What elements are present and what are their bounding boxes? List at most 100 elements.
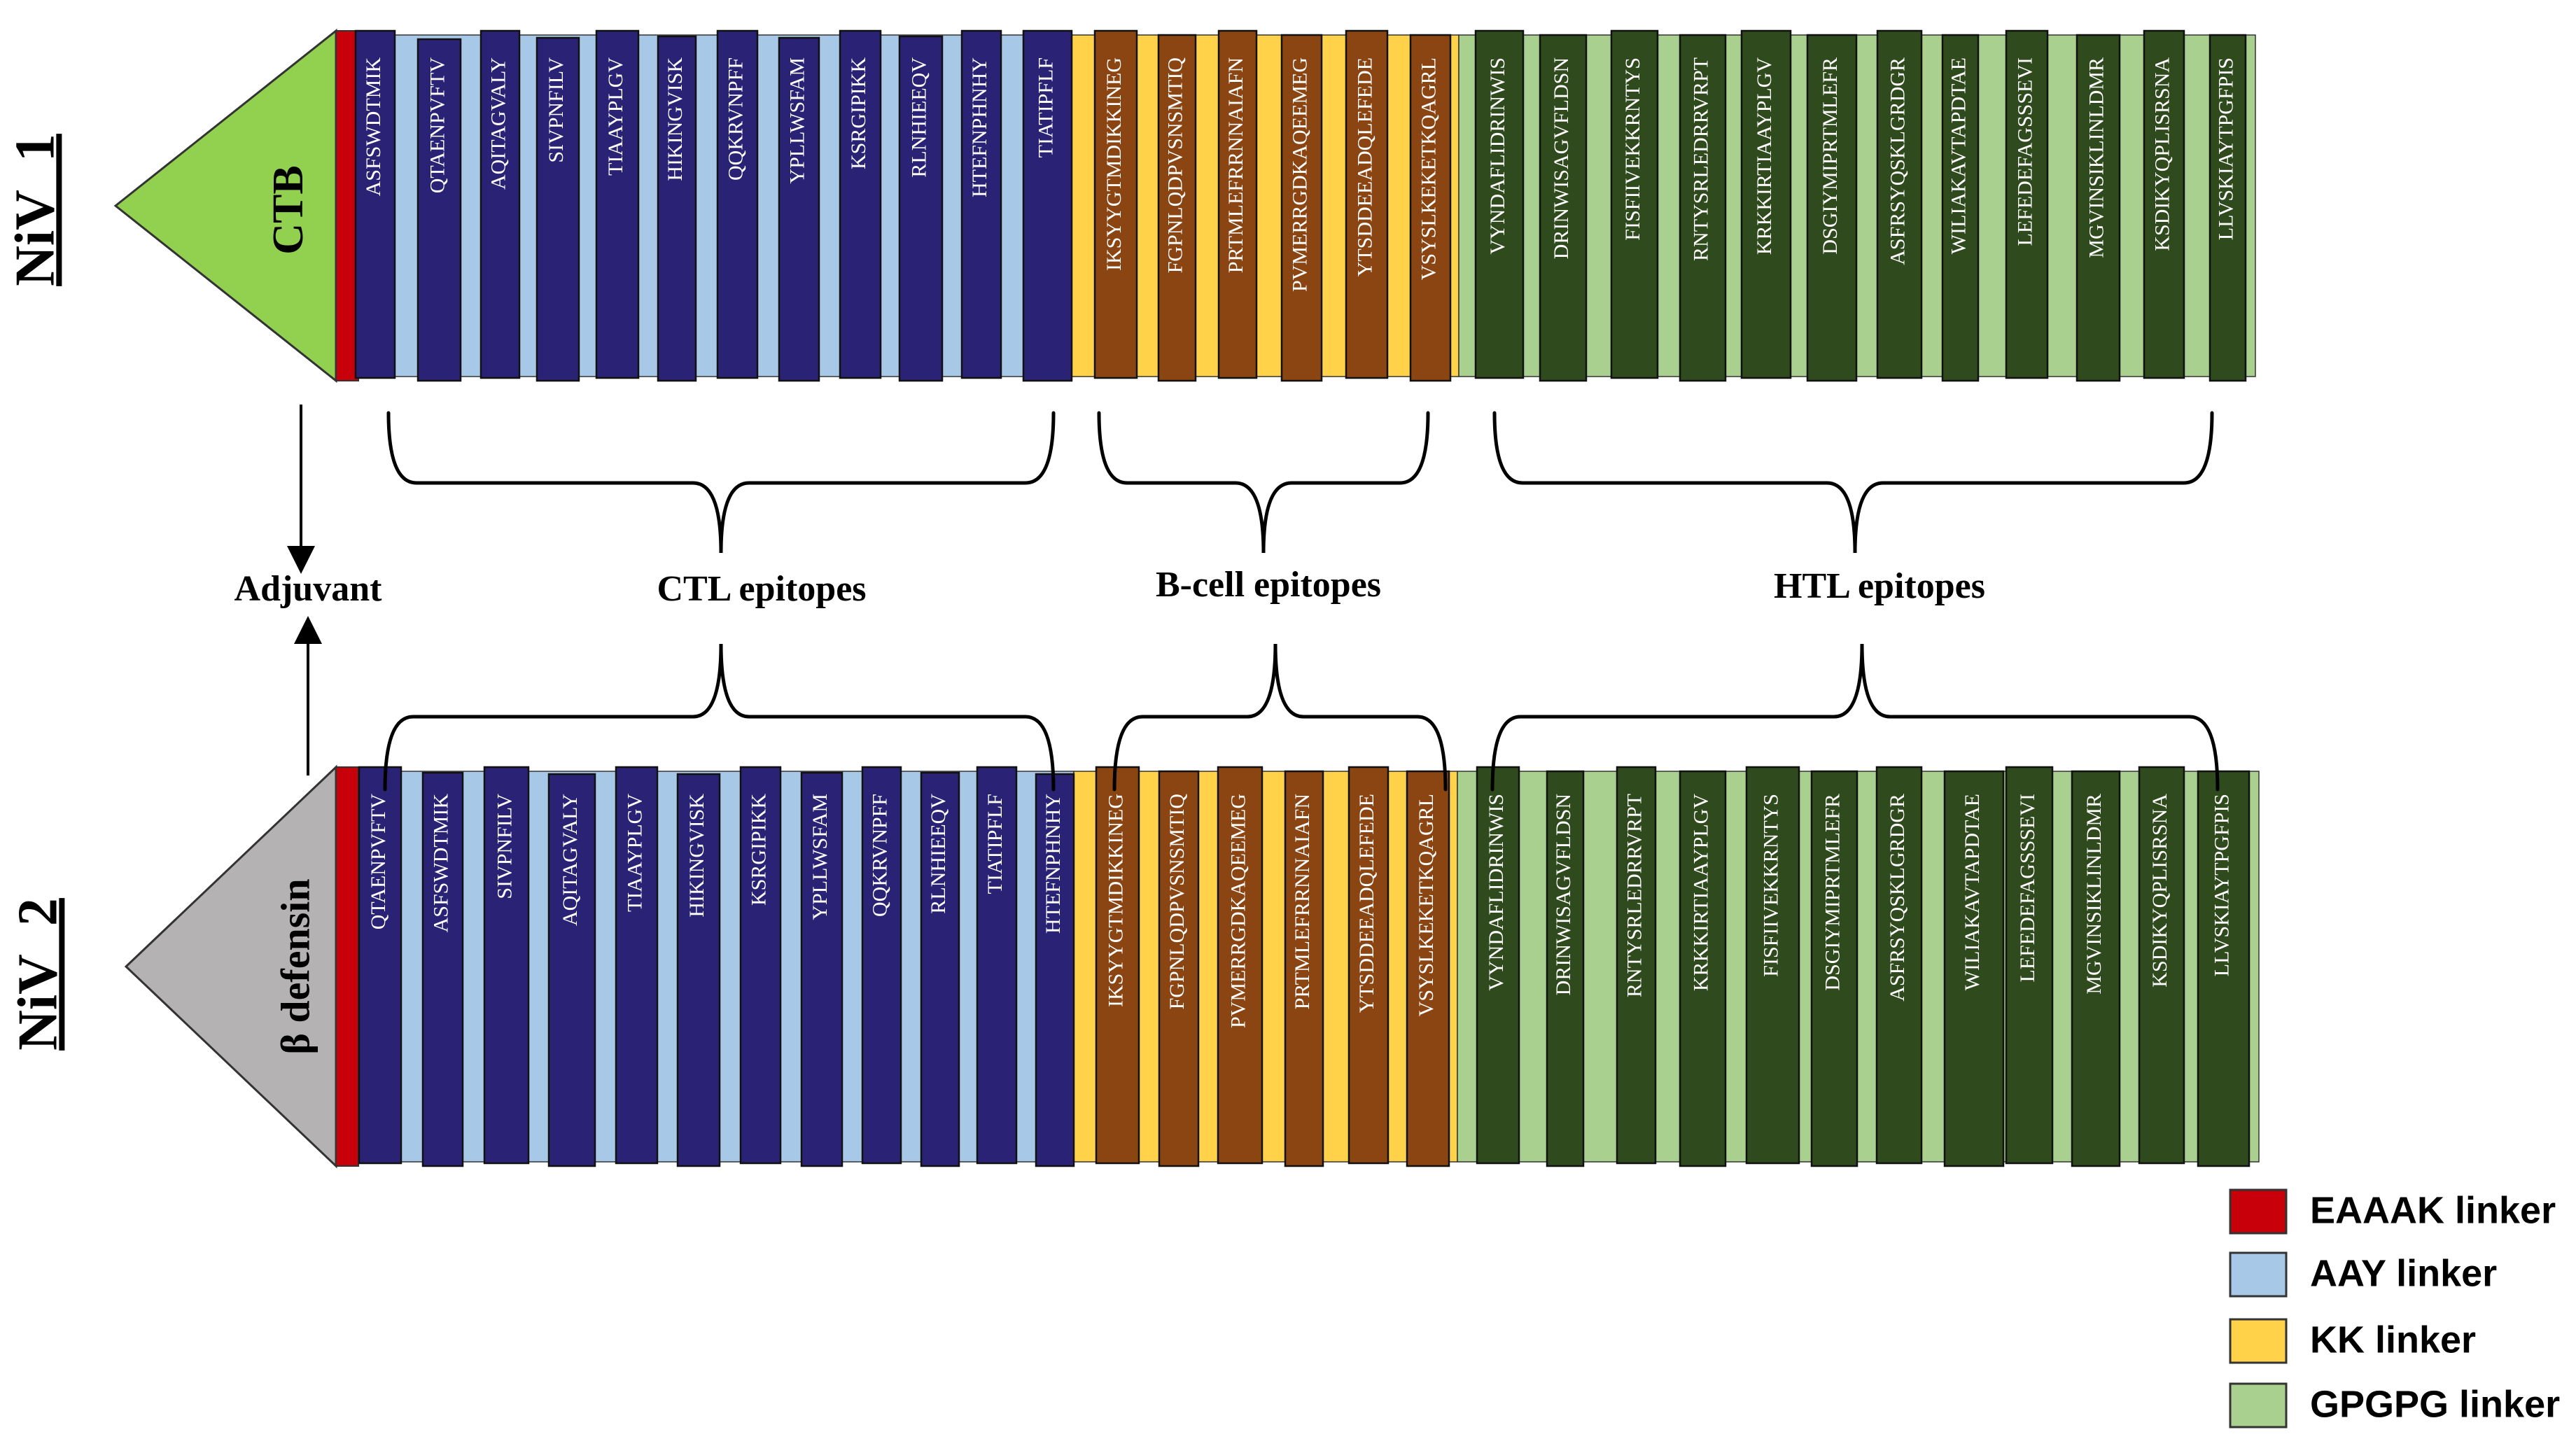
ctl-epitope-sequence: TIATIPFLF (1034, 57, 1057, 157)
htl-epitope-block (2005, 766, 2054, 1165)
bcell-epitope-block (1157, 34, 1197, 382)
htl-epitope-block (1616, 766, 1657, 1165)
bcell-epitope-sequence: FGPNLQDPVSNSMTIQ (1163, 57, 1186, 274)
htl-epitope-sequence: FISFIIVEKKRNTYS (1759, 794, 1782, 977)
construct-1: CTB ASFSWDTMIK QTAENPVFTV AQITAGVALY SIVPNFI… (113, 28, 2256, 384)
ctl-epitope-sequence: QQKRVNPFF (868, 794, 891, 917)
ctl-epitope-block (358, 766, 402, 1165)
htl-epitope-block (2197, 770, 2250, 1167)
htl-epitope-sequence: DRINWISAGVFLDSN (1552, 794, 1575, 995)
ctl-epitope-block (1022, 29, 1073, 382)
htl-epitope-sequence: KSDIKYQPLISRSNA (2150, 57, 2174, 251)
htl-brace-top (1492, 411, 2214, 554)
htl-epitope-block (1810, 770, 1858, 1167)
ctl-epitope-block (615, 766, 659, 1165)
htl-epitope-sequence: DRINWISAGVFLDSN (1550, 57, 1573, 259)
ctl-epitope-sequence: QTAENPVFTV (367, 794, 390, 930)
htl-epitope-block (2138, 766, 2185, 1165)
htl-epitope-sequence: WILIAKAVTAPDTAE (1961, 794, 1984, 990)
htl-epitope-block (1941, 34, 1980, 382)
htl-epitope-sequence: ASFRSYQSKLGRDGR (1886, 57, 1909, 265)
htl-epitope-sequence: RNTYSRLEDRRVRPT (1689, 57, 1712, 261)
gpgpg-linker-strip (1457, 771, 2260, 1163)
ctl-epitope-block (354, 29, 396, 379)
bcell-epitope-block (1409, 34, 1452, 382)
adjuvant-label: Adjuvant (234, 569, 383, 609)
ctl-epitope-block (657, 35, 697, 382)
ctl-epitope-sequence: ASFSWDTMIK (429, 794, 452, 933)
htl-epitope-sequence: LEFEDEFAGSSSEVI (2016, 794, 2039, 982)
construct-name: NiV_1 (4, 134, 66, 286)
ctl-epitope-block (479, 29, 521, 379)
bcell-epitope-block (1158, 770, 1200, 1167)
htl-epitope-block (1539, 34, 1588, 382)
htl-epitope-sequence: KRKKIRTIAAYPLGV (1753, 57, 1776, 255)
legend-label: AAY linker (2310, 1252, 2497, 1294)
htl-epitope-sequence: RNTYSRLEDRRVRPT (1623, 794, 1646, 997)
legend-label: EAAAK linker (2310, 1189, 2556, 1231)
bcell-epitope-block (1348, 766, 1390, 1165)
htl-brace-bottom (1490, 643, 2220, 792)
htl-epitopes-label: HTL epitopes (1774, 566, 1985, 606)
htl-epitope-block (1679, 770, 1727, 1167)
ctl-epitope-block (416, 38, 462, 382)
legend-label: KK linker (2310, 1319, 2476, 1361)
bcell-epitope-sequence: VSYSLKEKETKQAGRL (1415, 794, 1438, 1016)
htl-epitope-sequence: KSDIKYQPLISRSNA (2148, 794, 2171, 988)
ctl-epitope-sequence: RLNHIEEQV (907, 57, 930, 178)
ctl-epitope-block (839, 29, 882, 379)
htl-epitope-sequence: VYNDAFLIDRINWIS (1486, 57, 1509, 255)
htl-epitope-block (1679, 34, 1727, 382)
ctl-epitope-sequence: HIKINGVISK (664, 57, 687, 181)
ctl-epitope-block (483, 766, 530, 1165)
ctl-epitope-sequence: AQITAGVALY (559, 794, 582, 926)
ctl-epitope-sequence: QQKRVNPFF (724, 57, 747, 181)
ctl-epitope-sequence: SIVPNFILV (545, 57, 568, 163)
bcell-epitope-sequence: IKSYYGTMDIKKINEG (1104, 794, 1127, 1007)
ctl-epitope-block (976, 766, 1018, 1165)
eaaak-linker (335, 766, 359, 1167)
ctl-epitope-sequence: QTAENPVFTV (426, 57, 449, 194)
htl-epitope-sequence: MGVINSIKLINLDMR (2082, 794, 2106, 995)
ctl-epitope-block (536, 36, 580, 382)
ctl-epitope-block (676, 773, 721, 1167)
htl-epitope-block (2076, 34, 2121, 382)
ctl-epitope-sequence: YPLLWSFAM (785, 57, 808, 184)
bcell-epitope-sequence: YTSDDEEADQLEFEDE (1355, 794, 1378, 1013)
ctl-epitope-block (421, 771, 464, 1167)
htl-epitope-block (1876, 29, 1923, 379)
ctl-epitope-sequence: RLNHIEEQV (927, 794, 950, 914)
htl-epitope-block (1745, 766, 1800, 1165)
ctl-epitope-sequence: ASFSWDTMIK (362, 57, 385, 197)
bcell-epitope-sequence: PVMERRGDKAQEEMEG (1226, 794, 1250, 1028)
bcell-epitope-sequence: PRTMLEFRRNNAIAFN (1291, 794, 1314, 1009)
ctl-epitope-sequence: AQITAGVALY (486, 57, 510, 190)
htl-epitope-block (2005, 29, 2049, 379)
ctl-epitope-block (739, 766, 782, 1165)
htl-epitope-block (1610, 29, 1659, 379)
bcell-epitope-block (1217, 29, 1258, 379)
htl-epitope-block (1943, 770, 2005, 1167)
ctl-epitopes-label: CTL epitopes (657, 569, 866, 609)
bcell-brace-top (1097, 411, 1430, 554)
htl-epitope-sequence: FISFIIVEKKRNTYS (1621, 57, 1644, 241)
htl-epitope-sequence: KRKKIRTIAAYPLGV (1689, 794, 1712, 991)
htl-epitope-block (1806, 34, 1858, 382)
legend-swatch (2229, 1382, 2288, 1429)
ctl-epitope-block (595, 29, 640, 379)
legend-label: GPGPG linker (2310, 1383, 2560, 1425)
bcell-epitope-sequence: PVMERRGDKAQEEMEG (1288, 57, 1311, 292)
bcell-epitope-block (1093, 29, 1138, 379)
legend-swatch (2229, 1251, 2288, 1298)
htl-epitope-block (2208, 34, 2247, 382)
legend-swatch (2229, 1188, 2288, 1235)
htl-epitope-sequence: ASFRSYQSKLGRDGR (1886, 794, 1909, 1002)
bcell-epitope-block (1406, 770, 1450, 1167)
ctl-epitope-sequence: SIVPNFILV (493, 794, 516, 899)
adjuvant-name: CTB (265, 165, 312, 254)
htl-epitope-sequence: LLVSKIAYTPGFPIS (2210, 794, 2233, 976)
bcell-epitope-sequence: YTSDDEEADQLEFEDE (1353, 57, 1376, 276)
